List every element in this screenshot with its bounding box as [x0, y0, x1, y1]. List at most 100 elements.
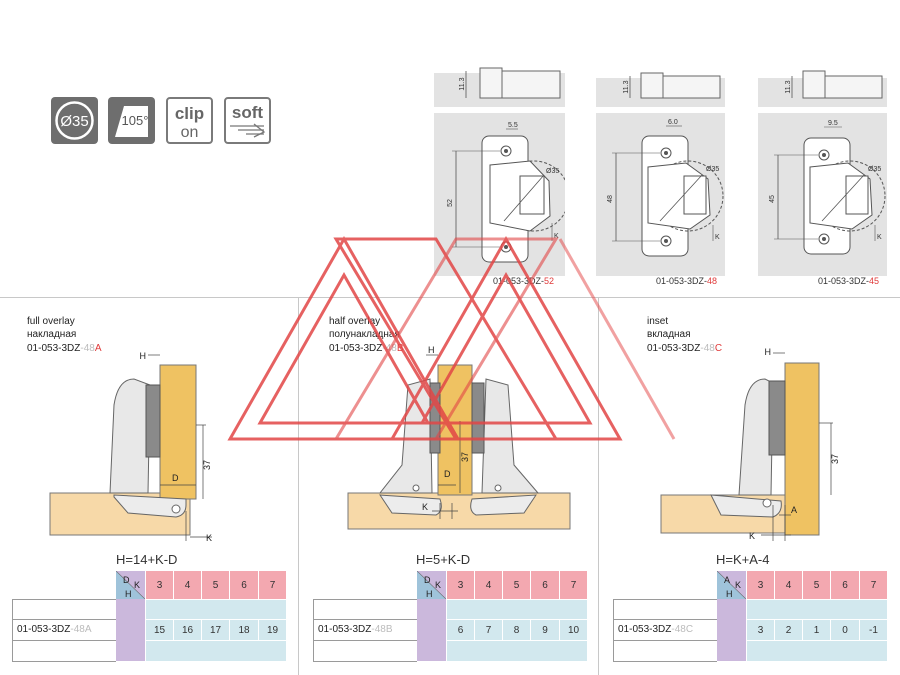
dim-d: D [444, 469, 451, 479]
title-ru: полунакладная [329, 329, 400, 340]
diameter-35-icon: Ø35 [51, 97, 98, 144]
code-a: 01-053-3DZ [27, 343, 81, 354]
blank-cell [746, 599, 887, 619]
row-line [12, 599, 116, 600]
section-title: full overlay накладная [27, 315, 76, 341]
row-line [313, 640, 417, 641]
k-dim: K [554, 233, 559, 240]
blank-cell [746, 640, 887, 661]
hinge-side-view: 11.3 [459, 67, 561, 99]
section-title: half overlay полунакладная [329, 315, 400, 341]
corner-right: K [735, 580, 741, 590]
dim-vertical: 45 [769, 195, 776, 203]
overlay-table: D K H 3 4 5 6 7 6 7 8 9 10 01-053-3DZ-48… [313, 571, 587, 662]
blank-cell [145, 599, 286, 619]
corner-top: D [424, 575, 431, 585]
header-cell: 3 [145, 571, 173, 599]
row-code-a: 01-053-3DZ [318, 624, 372, 635]
dim-a: A [791, 505, 797, 515]
row-line [613, 619, 717, 620]
product-code: 01-053-3DZ-45 [818, 276, 879, 286]
code-suffix: 45 [869, 276, 880, 286]
title-ru: вкладная [647, 329, 691, 340]
angle-label: 105° [122, 113, 149, 128]
code-suffix: 48 [707, 276, 718, 286]
blank-cell [446, 640, 587, 661]
corner-diagonal: D K H [116, 571, 145, 599]
code-prefix: 01-053-3DZ- [818, 276, 870, 286]
value-cell: 2 [774, 619, 802, 640]
dim-h: H [428, 345, 435, 355]
product-code: 01-053-3DZ-52 [493, 276, 554, 286]
corner-right: K [134, 580, 140, 590]
value-cell: 17 [201, 619, 229, 640]
header-cell: 4 [474, 571, 502, 599]
value-cell: 18 [229, 619, 258, 640]
value-cell: 7 [474, 619, 502, 640]
value-cell: -1 [859, 619, 887, 640]
formula: H=14+K-D [116, 552, 178, 567]
formula: H=K+A-4 [716, 552, 770, 567]
col-line [613, 599, 614, 661]
dim-37: 37 [202, 460, 212, 470]
hinge-side-view: 11.3 [785, 70, 883, 99]
inset-diagram: H 37 A K [660, 347, 840, 541]
value-cell: 6 [446, 619, 474, 640]
code-prefix: 01-053-3DZ- [493, 276, 545, 286]
title-ru: накладная [27, 329, 77, 340]
inset-table: A K H 3 4 5 6 7 3 2 1 0 -1 01-053-3DZ-48… [613, 571, 887, 662]
header-cell: 6 [530, 571, 559, 599]
diameter-dim: Ø35 [868, 166, 881, 173]
row-code-b: -48A [70, 624, 92, 635]
code-c: C [714, 343, 723, 354]
dim-height: 11.3 [459, 77, 466, 90]
blank-cell [446, 599, 587, 619]
row-code-b: -48C [671, 624, 694, 635]
formula: H=5+K-D [416, 552, 471, 567]
half-overlay-diagram: H D 37 K [347, 345, 571, 530]
header-cell: 6 [830, 571, 859, 599]
row-line [613, 661, 717, 662]
title-en: half overlay [329, 316, 381, 327]
dim-offset: 6.0 [668, 119, 678, 126]
dim-d: D [172, 473, 179, 483]
value-cell: 9 [530, 619, 559, 640]
dim-vertical: 52 [447, 199, 454, 207]
corner-diagonal: D K H [417, 571, 446, 599]
section-divider [298, 297, 299, 675]
clip-on-icon: clip on [166, 97, 213, 144]
row-code-a: 01-053-3DZ [618, 624, 672, 635]
value-cell: 3 [746, 619, 774, 640]
dim-height: 11.3 [785, 80, 792, 93]
section-divider [598, 297, 599, 675]
hinge-top-view: 45 9.5 Ø35 K [769, 120, 886, 255]
hinge-top-view: 52 5.5 Ø35 K [447, 122, 565, 263]
product-code: 01-053-3DZ-48 [656, 276, 717, 286]
value-cell: 19 [258, 619, 286, 640]
row-code: 01-053-3DZ-48C [618, 624, 693, 635]
dim-offset: 5.5 [508, 122, 518, 129]
header-cell: 5 [502, 571, 530, 599]
col-line [12, 599, 13, 661]
full-overlay-diagram: H D 37 K [49, 351, 212, 543]
hinge-side-view: 11.3 [623, 72, 721, 99]
dim-37: 37 [460, 452, 470, 462]
value-cell: 10 [559, 619, 587, 640]
section-divider [0, 297, 900, 298]
code-c: A [94, 343, 102, 354]
dim-h: H [765, 347, 772, 357]
header-cell: 7 [859, 571, 887, 599]
corner-bottom: H [125, 589, 132, 599]
soft-close-icon: soft [224, 97, 271, 144]
code-prefix: 01-053-3DZ- [656, 276, 708, 286]
k-dim: K [877, 234, 882, 241]
row-code: 01-053-3DZ-48B [318, 624, 392, 635]
row-line [12, 619, 116, 620]
col-line [313, 599, 314, 661]
on-word: on [181, 124, 199, 141]
header-cell: 5 [802, 571, 830, 599]
value-cell: 8 [502, 619, 530, 640]
k-dim: K [715, 234, 720, 241]
value-cell: 0 [830, 619, 859, 640]
header-cell: 7 [258, 571, 286, 599]
